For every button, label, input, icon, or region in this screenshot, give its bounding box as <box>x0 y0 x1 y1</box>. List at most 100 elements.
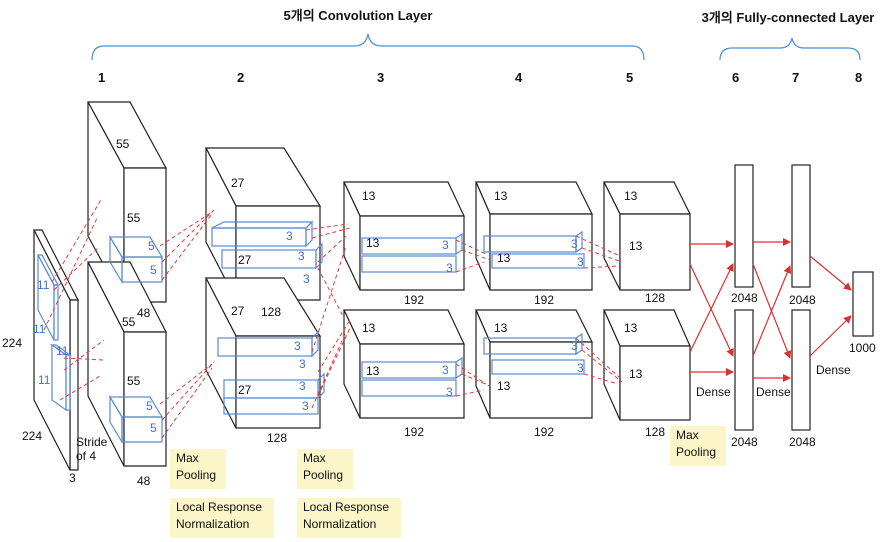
fc8-size: 1000 <box>849 341 876 355</box>
layer2-kernel-label-7: 3 <box>302 399 309 413</box>
layer-number-7: 7 <box>792 70 799 85</box>
dense-label-1: Dense <box>696 385 731 399</box>
fc7-bottom-bar <box>791 309 811 431</box>
fc-brace <box>719 37 861 61</box>
layer5-bottom-dim-b: 13 <box>629 367 643 381</box>
layer3-top-dim-b: 13 <box>366 236 380 250</box>
layer5-bottom-dim-a: 13 <box>624 321 638 335</box>
layer-number-8: 8 <box>855 70 862 85</box>
layer4-bottom-dim-b: 13 <box>497 379 511 393</box>
layer3-bottom-dim-a: 13 <box>362 321 376 335</box>
dense-label-2: Dense <box>756 385 791 399</box>
layer-number-4: 4 <box>515 70 523 85</box>
layer5-top-volume <box>603 181 691 291</box>
fc6-top-bar <box>734 164 754 288</box>
fc6-bottom-size: 2048 <box>731 435 758 449</box>
layer5-top-depth: 128 <box>645 291 665 305</box>
layer4-kernel-label-4: 3 <box>577 361 584 375</box>
layer3-kernel-label-2: 3 <box>446 261 453 275</box>
layer-number-3: 3 <box>377 70 384 85</box>
layer2-kernel-label-2: 3 <box>298 249 305 263</box>
layer1-top-dim-a: 55 <box>116 137 130 151</box>
fc6-top-size: 2048 <box>731 291 758 305</box>
layer2-bottom-depth: 128 <box>267 431 287 445</box>
dense-arrows <box>689 238 852 382</box>
layer1-bottom-depth: 48 <box>137 474 151 488</box>
dashed-connections <box>43 197 623 439</box>
layer2-kernel-label-6: 3 <box>299 379 306 393</box>
fc7-top-bar <box>791 164 811 288</box>
layer3-bottom-dim-b: 13 <box>366 364 380 378</box>
layer3-kernels <box>361 232 463 397</box>
conv-header: 5개의 Convolution Layer <box>284 8 433 23</box>
layer3-top-depth: 192 <box>404 293 424 307</box>
max-pooling-note-2: Max Pooling <box>297 449 353 489</box>
layer4-top-dim-b: 13 <box>497 251 511 265</box>
layer2-top-dim-a: 27 <box>231 176 245 190</box>
layer1-kernel-label-2: 5 <box>150 263 157 277</box>
fc-header: 3개의 Fully-connected Layer <box>702 10 875 25</box>
dense-label-3: Dense <box>816 363 851 377</box>
layer1-top-depth: 48 <box>137 306 151 320</box>
lrn-note-2: Local Response Normalization <box>297 498 401 538</box>
layer3-kernel-label-1: 3 <box>442 238 449 252</box>
fc7-bottom-size: 2048 <box>789 435 816 449</box>
layer4-top-depth: 192 <box>534 293 554 307</box>
layer2-kernel-label-3: 3 <box>303 272 310 286</box>
layer-number-5: 5 <box>626 70 633 85</box>
layer1-bottom-dim-a: 55 <box>122 315 136 329</box>
layer1-kernel-label-1: 5 <box>148 239 155 253</box>
layer1-bottom-dim-b: 55 <box>127 374 141 388</box>
layer3-kernel-label-4: 3 <box>446 385 453 399</box>
layer2-top-depth: 128 <box>261 305 281 319</box>
layer1-top-dim-b: 55 <box>127 211 141 225</box>
layer5-bottom-volume <box>603 309 691 421</box>
max-pooling-note-1: Max Pooling <box>170 449 226 489</box>
input-kernel-label-4: 11 <box>38 373 51 387</box>
layer-number-1: 1 <box>98 70 105 85</box>
input-kernel-label-3: 11 <box>56 344 69 358</box>
input-kernel-label-1: 11 <box>37 278 50 292</box>
layer1-kernel-label-3: 5 <box>146 399 153 413</box>
layer1-bottom-volume <box>87 261 167 467</box>
layer2-kernel-label-5: 3 <box>299 357 306 371</box>
layer1-bottom-kernel <box>108 394 164 445</box>
layer-number-2: 2 <box>237 70 244 85</box>
layer2-top-volume <box>205 147 322 301</box>
fc6-bottom-bar <box>734 309 754 431</box>
layer4-kernel-label-3: 3 <box>571 339 578 353</box>
layer2-top-dim-b: 27 <box>238 253 252 267</box>
fc8-bar <box>852 271 874 337</box>
layer1-kernel-label-4: 5 <box>150 421 157 435</box>
layer4-top-dim-a: 13 <box>494 189 508 203</box>
layer-number-6: 6 <box>732 70 739 85</box>
layer3-top-dim-a: 13 <box>362 189 376 203</box>
input-width-label: 224 <box>22 429 42 443</box>
input-kernel-top <box>37 254 59 341</box>
layer4-top-volume <box>475 181 593 291</box>
layer2-kernel-label-1: 3 <box>286 229 293 243</box>
fc7-top-size: 2048 <box>789 293 816 307</box>
layer5-bottom-depth: 128 <box>645 425 665 439</box>
layer4-kernel-label-1: 3 <box>571 237 578 251</box>
max-pooling-note-3: Max Pooling <box>670 426 726 466</box>
layer2-bottom-volume <box>205 277 322 429</box>
layer2-bottom-dim-b: 27 <box>238 383 252 397</box>
layer2-top-kernels <box>211 220 323 270</box>
input-depth-label: 3 <box>69 471 76 485</box>
lrn-note-1: Local Response Normalization <box>170 498 274 538</box>
layer2-kernel-label-4: 3 <box>294 339 301 353</box>
conv-brace <box>91 33 645 61</box>
layer4-bottom-depth: 192 <box>534 425 554 439</box>
input-kernel-label-2: 11 <box>33 322 46 336</box>
layer4-bottom-dim-a: 13 <box>494 321 508 335</box>
layer4-kernel-label-2: 3 <box>577 255 584 269</box>
layer3-kernel-label-3: 3 <box>442 363 449 377</box>
layer3-bottom-depth: 192 <box>404 425 424 439</box>
layer5-top-dim-b: 13 <box>629 239 643 253</box>
input-kernel-bottom <box>50 343 72 412</box>
layer2-bottom-dim-a: 27 <box>231 304 245 318</box>
layer2-bottom-kernels <box>217 330 325 415</box>
